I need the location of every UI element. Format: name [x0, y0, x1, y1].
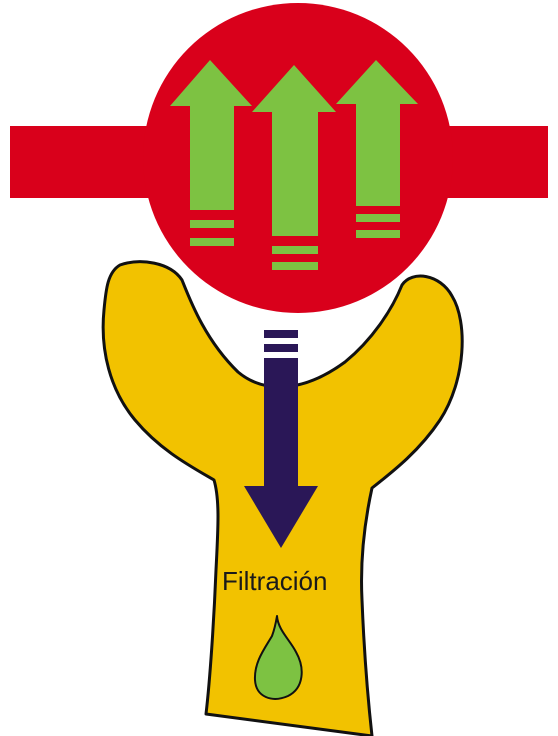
filtration-label: Filtración [222, 566, 327, 596]
